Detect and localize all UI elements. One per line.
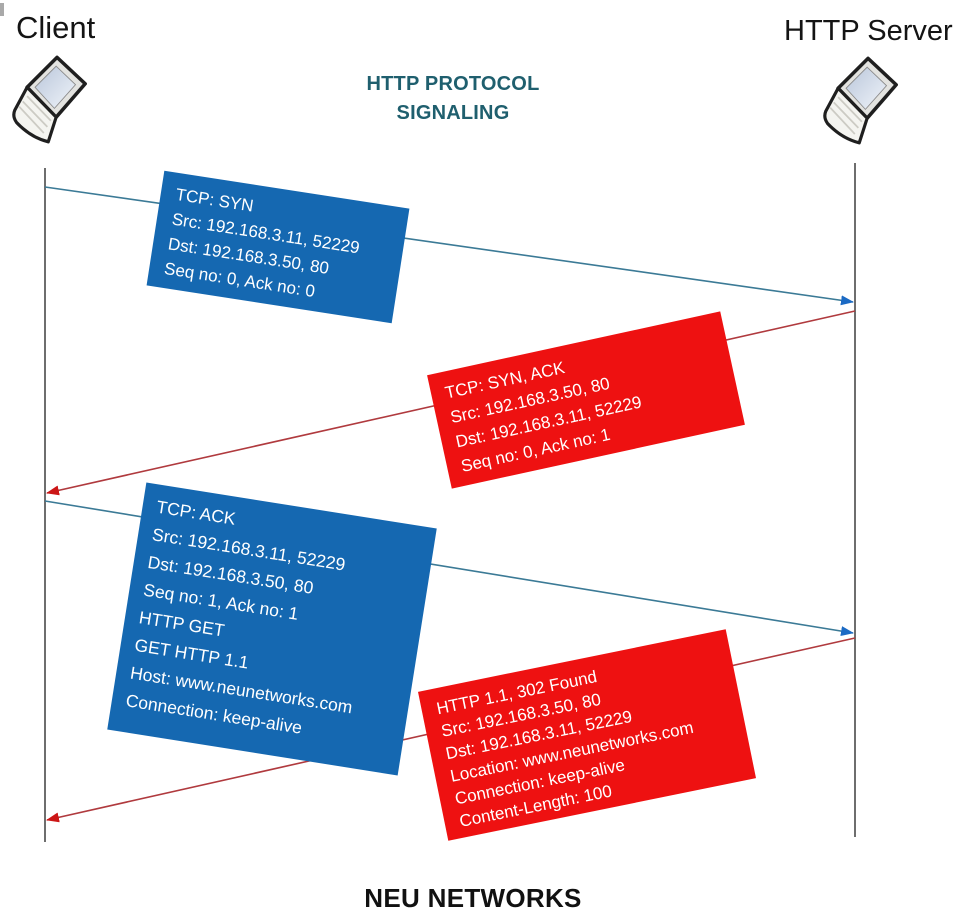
diagram-title-line2: SIGNALING (396, 102, 510, 124)
message-box-tcp-ack-http-get: TCP: ACK Src: 192.168.3.11, 52229 Dst: 1… (107, 482, 437, 776)
screenshot-edge-artifact (0, 3, 4, 16)
diagram-title-line1: HTTP PROTOCOL (366, 73, 540, 95)
server-laptop-icon (823, 56, 898, 145)
server-actor-label: HTTP Server (784, 15, 953, 47)
client-laptop-icon (12, 55, 87, 144)
client-actor-label: Client (16, 10, 96, 45)
footer-brand: NEU NETWORKS (364, 883, 582, 913)
diagram-title: HTTP PROTOCOL SIGNALING (323, 70, 583, 128)
